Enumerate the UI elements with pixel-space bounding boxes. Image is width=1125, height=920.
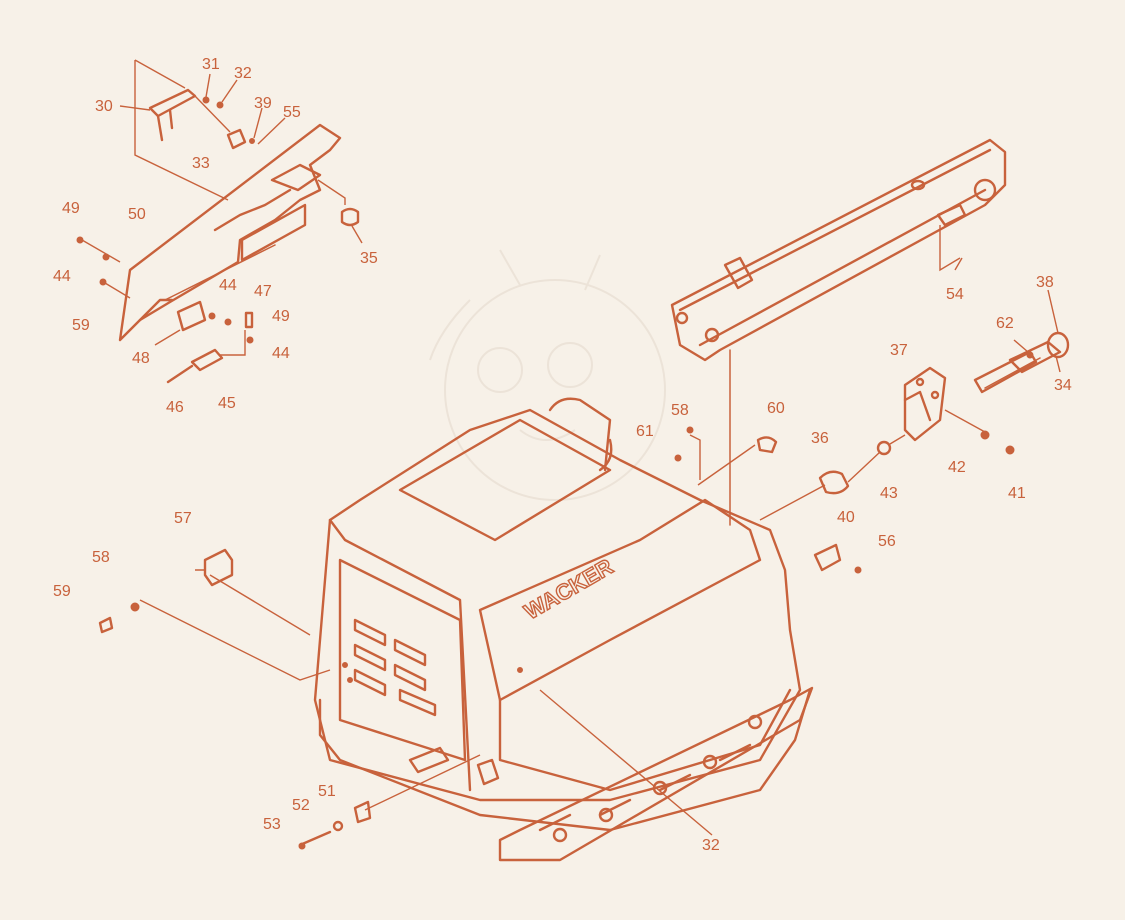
- callout-44: 44: [53, 268, 71, 285]
- callout-46: 46: [166, 399, 184, 416]
- callout-45: 45: [218, 395, 236, 412]
- callout-33: 33: [192, 155, 210, 172]
- callout-32: 32: [702, 837, 720, 854]
- callout-58: 58: [671, 402, 689, 419]
- compactor-body: WACKER: [313, 397, 814, 862]
- callout-labels: 30 31 32 39 55 33 49 50 35 44 44 47 59 4…: [53, 56, 1072, 854]
- callout-36: 36: [811, 430, 829, 447]
- callout-53: 53: [263, 816, 281, 833]
- upper-guard-assembly: [76, 59, 360, 384]
- callout-55: 55: [283, 104, 301, 121]
- callout-30: 30: [95, 98, 113, 115]
- callout-61: 61: [636, 423, 654, 440]
- callout-leaders: [119, 73, 1061, 373]
- callout-43: 43: [880, 485, 898, 502]
- callout-51: 51: [318, 783, 336, 800]
- callout-38: 38: [1036, 274, 1054, 291]
- watermark-mascot: [429, 249, 666, 501]
- callout-44: 44: [272, 345, 290, 362]
- callout-34: 34: [1054, 377, 1072, 394]
- callout-41: 41: [1008, 485, 1026, 502]
- callout-60: 60: [767, 400, 785, 417]
- callout-35: 35: [360, 250, 378, 267]
- callout-42: 42: [948, 459, 966, 476]
- wacker-logo: WACKER: [520, 554, 617, 625]
- callout-49: 49: [62, 200, 80, 217]
- callout-62: 62: [996, 315, 1014, 332]
- callout-32: 32: [234, 65, 252, 82]
- callout-31: 31: [202, 56, 220, 73]
- callout-59: 59: [72, 317, 90, 334]
- callout-40: 40: [837, 509, 855, 526]
- callout-39: 39: [254, 95, 272, 112]
- callout-52: 52: [292, 797, 310, 814]
- callout-50: 50: [128, 206, 146, 223]
- callout-59: 59: [53, 583, 71, 600]
- callout-47: 47: [254, 283, 272, 300]
- callout-49: 49: [272, 308, 290, 325]
- lower-hardware: [98, 548, 713, 850]
- callout-58: 58: [92, 549, 110, 566]
- callout-44: 44: [219, 277, 237, 294]
- callout-37: 37: [890, 342, 908, 359]
- handle-bar-assembly: [670, 138, 1070, 574]
- callout-56: 56: [878, 533, 896, 550]
- callout-54: 54: [946, 286, 964, 303]
- callout-48: 48: [132, 350, 150, 367]
- callout-57: 57: [174, 510, 192, 527]
